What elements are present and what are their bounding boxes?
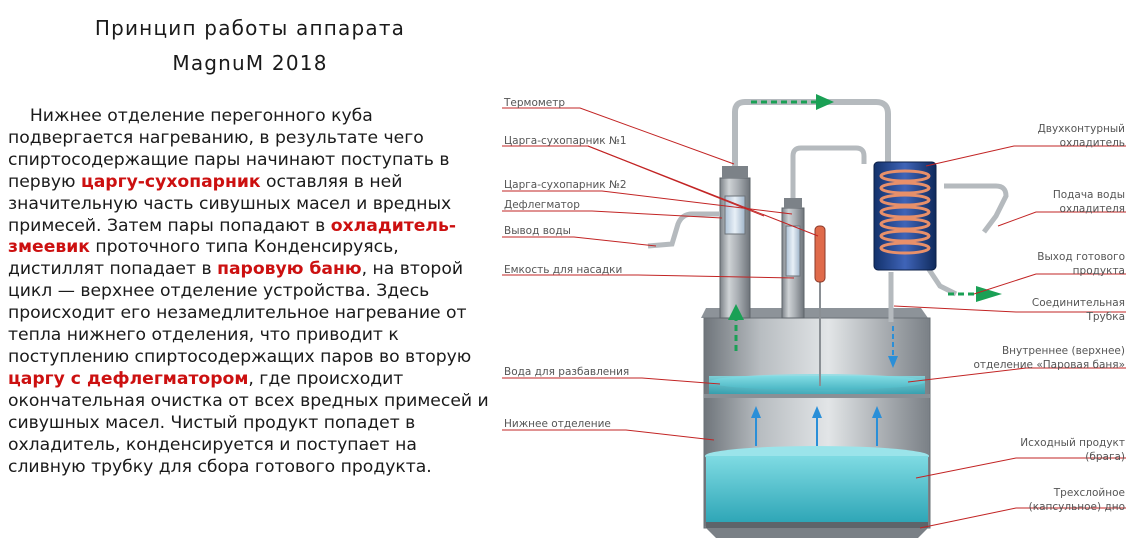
title-line-2: MagnuM 2018	[172, 51, 328, 75]
cooler-coil	[879, 169, 931, 255]
column-2-glass	[785, 225, 801, 277]
product-arrow-head	[976, 286, 1002, 302]
water-outlet-pipe	[647, 211, 720, 249]
label-dilution-water: Вода для разбавления	[504, 366, 630, 378]
label-water-supply-line-1: Подача воды	[1052, 189, 1125, 201]
highlight-cooler: охладитель-змеевик	[8, 215, 456, 258]
product-outlet-pipe	[925, 266, 958, 297]
steam-arrow-3-head	[872, 406, 882, 418]
label-product-outlet-line-1: Выход готового	[1037, 251, 1125, 263]
label-steam-bath-line-2: отделение «Паровая баня»	[973, 359, 1125, 371]
text-part-5: , где происходит окончательная очистка о…	[8, 368, 489, 477]
vapour-arrow-up-head	[728, 304, 744, 320]
label-thermometer: Термометр	[504, 97, 566, 109]
column-2-top	[784, 198, 802, 208]
triple-bottom	[706, 522, 928, 528]
label-source-product-line-1: Исходный продукт	[1020, 437, 1125, 449]
label-source-product-line-2: (брага)	[1085, 451, 1125, 463]
label-steam-bath-line-1: Внутреннее (верхнее)	[1001, 345, 1125, 357]
label-triple-bottom-line-1: Трехслойное	[1053, 487, 1125, 499]
title-line-1: Принцип работы аппарата	[94, 16, 406, 40]
label-column-2: Царга-сухопарник №2	[504, 179, 627, 191]
column-1-top	[722, 166, 748, 178]
label-cooler-line-1: Двухконтурный	[1037, 123, 1125, 135]
label-lower-section: Нижнее отделение	[504, 418, 611, 430]
label-connecting-tube-line-1: Соединительная	[1031, 297, 1125, 309]
label-dephlegmator: Дефлегматор	[504, 199, 580, 211]
label-source-product: Исходный продукт (брага)	[1020, 436, 1125, 464]
text-part-1: Нижнее отделение перегонного куба подвер…	[8, 106, 450, 192]
lower-liquid	[706, 456, 928, 526]
condensate-arrow-head	[888, 356, 898, 368]
steam-arrow-1-head	[751, 406, 761, 418]
upper-water	[709, 376, 925, 394]
apparatus-drawing	[502, 94, 1126, 538]
label-water-supply-line-2: охладителя	[1059, 203, 1125, 215]
label-product-outlet: Выход готового продукта	[1037, 250, 1125, 278]
label-water-outlet: Вывод воды	[504, 225, 571, 237]
steam-arrow-2-head	[812, 406, 822, 418]
label-water-supply: Подача воды охладителя	[1053, 188, 1125, 216]
vapour-pipe-2	[790, 145, 867, 198]
highlight-column-1: царгу-сухопарник	[80, 171, 261, 192]
label-triple-bottom: Трехслойное (капсульное) дно	[1029, 486, 1125, 514]
text-part-2: оставляя в ней значительную часть сивушн…	[8, 171, 452, 236]
vapour-pipe-1	[732, 99, 891, 166]
tank-lid	[701, 308, 928, 318]
vapour-arrow-top-head	[816, 94, 834, 110]
leader-lines-right	[893, 145, 1126, 529]
tank-bottom	[704, 526, 930, 538]
thermometer-body	[814, 225, 826, 283]
upper-section-divider	[704, 394, 930, 398]
water-supply-pipe	[944, 183, 1009, 234]
label-connecting-tube-line-2: Трубка	[1086, 311, 1125, 323]
highlight-dephlegmator-column: царгу с дефлегматором	[8, 368, 249, 389]
label-product-outlet-line-2: продукта	[1072, 265, 1125, 277]
label-triple-bottom-line-2: (капсульное) дно	[1028, 501, 1125, 513]
text-part-4: , на второй цикл — верхнее отделение уст…	[8, 259, 472, 367]
highlight-steam-bath: паровую баню	[217, 259, 362, 280]
apparatus-diagram: Термометр Царга-сухопарник №1 Царга-сухо…	[496, 86, 1131, 540]
label-cooler-line-2: охладитель	[1059, 137, 1125, 149]
label-column-1: Царга-сухопарник №1	[504, 135, 627, 147]
label-connecting-tube: Соединительная Трубка	[1032, 296, 1125, 324]
description-paragraph: Нижнее отделение перегонного куба подвер…	[8, 106, 494, 478]
label-packing-tank: Емкость для насадки	[504, 264, 623, 276]
leader-lines-left	[502, 107, 819, 441]
label-cooler: Двухконтурный охладитель	[1038, 122, 1125, 150]
label-steam-bath: Внутреннее (верхнее) отделение «Паровая …	[973, 344, 1125, 372]
text-part-3: проточного типа Конденсируясь, дистиллят…	[8, 237, 399, 280]
